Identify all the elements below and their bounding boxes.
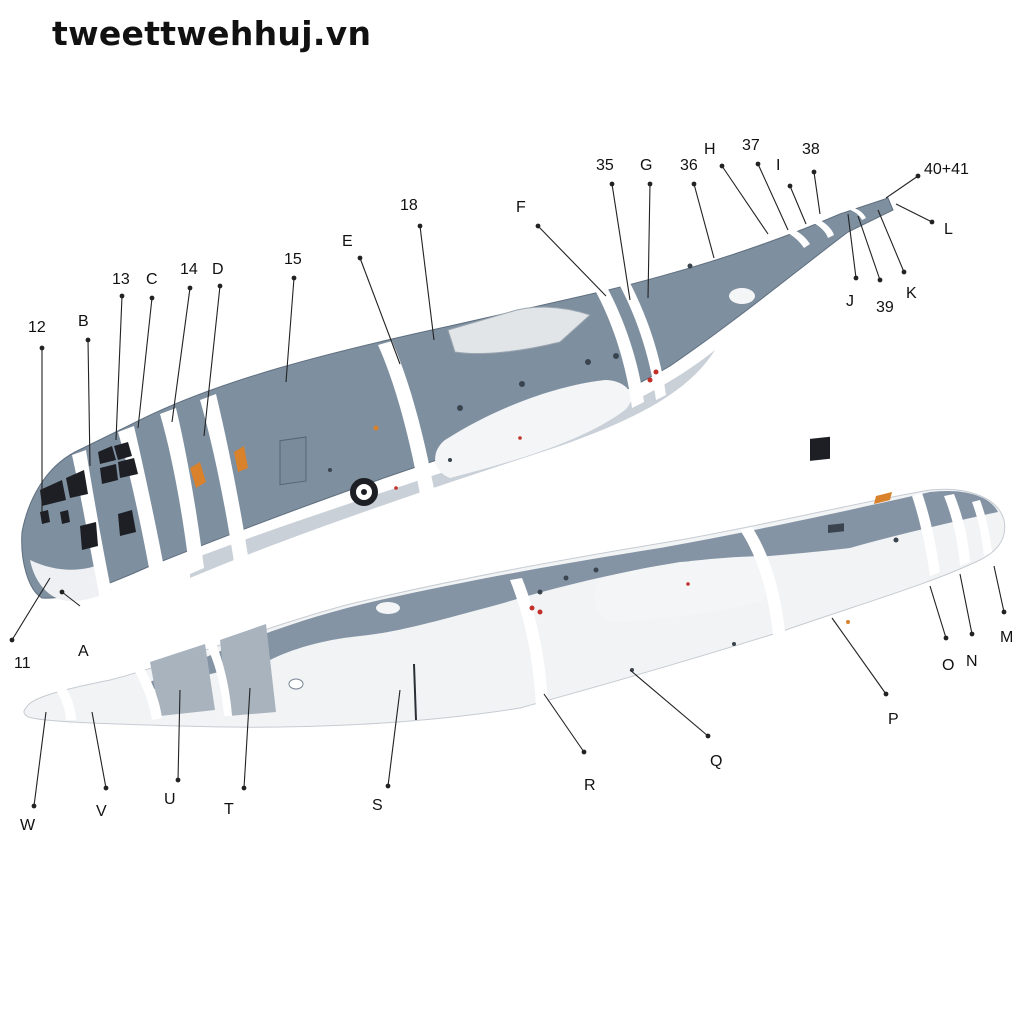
lower-vent-P	[828, 523, 844, 533]
label-S: S	[372, 797, 383, 814]
band-Q-split	[740, 527, 786, 644]
label-I: I	[776, 157, 780, 174]
upper-tail-marking	[729, 288, 755, 304]
label-P: P	[888, 711, 899, 728]
lower-vent	[810, 436, 830, 461]
label-36: 36	[680, 157, 698, 174]
crew-door	[279, 436, 307, 486]
band-V	[56, 688, 76, 720]
upper-fuselage-body	[21, 197, 894, 599]
label-B: B	[78, 313, 89, 330]
label-A: A	[78, 643, 89, 660]
band-N	[944, 494, 970, 566]
band-E	[378, 341, 434, 494]
band-tail-2	[812, 219, 834, 238]
band-F	[596, 289, 644, 408]
band-O	[912, 493, 940, 576]
label-35: 35	[596, 157, 614, 174]
band-tail-3	[850, 208, 866, 220]
label-D: D	[212, 261, 224, 278]
band-T	[205, 639, 232, 716]
lower-tail-panel-T	[220, 624, 276, 716]
lower-tail-panel-U	[150, 644, 215, 716]
band-U	[134, 668, 162, 720]
label-T: T	[224, 801, 234, 818]
band-tail-1	[786, 229, 810, 248]
upper-fuselage	[21, 197, 894, 602]
label-U: U	[164, 791, 176, 808]
label-13: 13	[112, 271, 130, 288]
ramp-seam	[413, 663, 417, 721]
upper-ramp-opening	[447, 306, 591, 355]
label-12: 12	[28, 319, 46, 336]
label-15: 15	[284, 251, 302, 268]
lower-accent-markings	[529, 492, 892, 624]
upper-fuselage-ports	[328, 263, 693, 472]
upper-nose-chin	[30, 560, 112, 602]
lower-fuselage-top-gray	[150, 490, 998, 690]
label-W: W	[20, 817, 36, 834]
callout-labels: 11 12 B 13 C 14 D 15 E 18 F 35 G 36 H 37…	[14, 137, 1013, 834]
label-M: M	[1000, 629, 1013, 646]
lower-tail-marking	[376, 602, 400, 614]
watermark: tweettwehhuj.vn	[52, 14, 372, 53]
label-40-41: 40+41	[924, 161, 969, 178]
upper-accent-markings	[190, 369, 659, 490]
leader-lines	[9, 161, 1007, 809]
label-O: O	[942, 657, 954, 674]
cockpit-windows	[40, 442, 138, 550]
band-D	[200, 394, 248, 562]
label-G: G	[640, 157, 652, 174]
label-R: R	[584, 777, 596, 794]
label-11: 11	[14, 655, 31, 672]
label-37: 37	[742, 137, 760, 154]
label-38: 38	[802, 141, 820, 158]
label-K: K	[906, 285, 917, 302]
lower-fuselage	[23, 436, 1006, 728]
label-18: 18	[400, 197, 418, 214]
upper-fuselage-underside	[190, 350, 715, 578]
label-H: H	[704, 141, 716, 158]
label-C: C	[146, 271, 158, 288]
upper-belly-panel	[435, 380, 632, 478]
label-F: F	[516, 199, 526, 216]
lower-hatch	[288, 678, 304, 690]
label-V: V	[96, 803, 107, 820]
label-E: E	[342, 233, 353, 250]
label-14: 14	[180, 261, 198, 278]
band-M	[972, 500, 992, 556]
label-L: L	[944, 221, 953, 238]
label-J: J	[846, 293, 854, 310]
band-14	[160, 408, 204, 574]
label-N: N	[966, 653, 978, 670]
label-Q: Q	[710, 753, 722, 770]
label-39: 39	[876, 299, 894, 316]
lower-belly-panel	[594, 556, 773, 622]
band-R	[510, 578, 548, 708]
